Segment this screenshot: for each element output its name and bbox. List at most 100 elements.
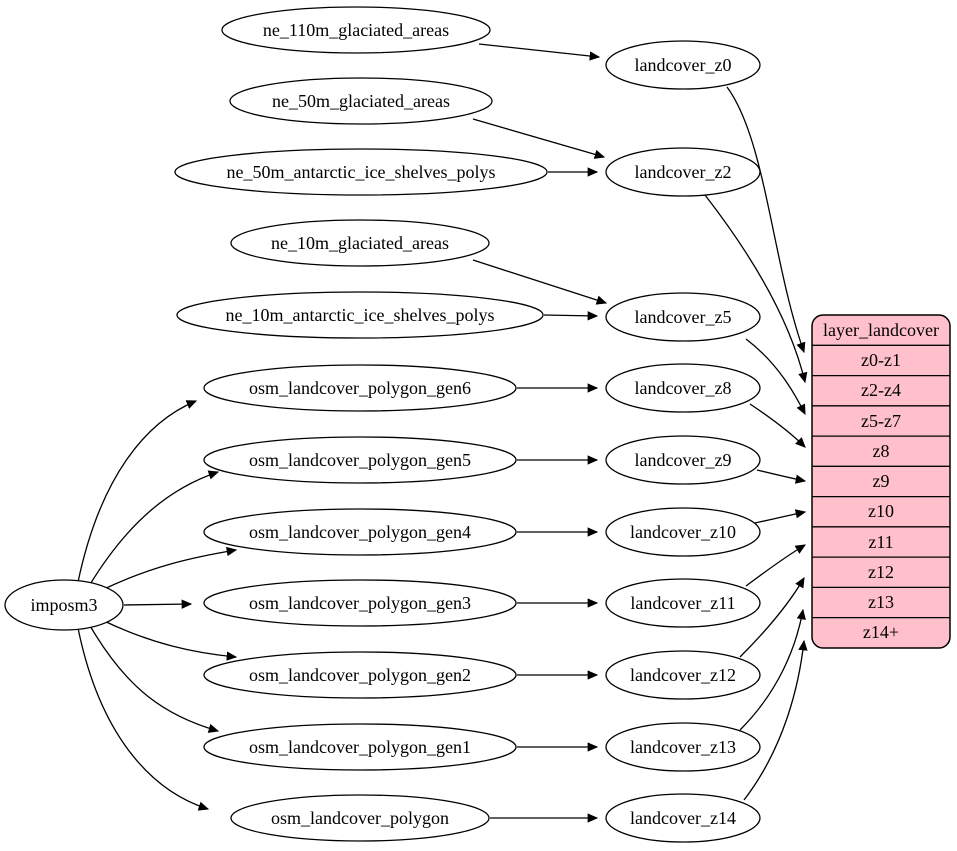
edges (77, 43, 808, 823)
node-label: osm_landcover_polygon_gen2 (249, 665, 471, 685)
node-shape (229, 77, 493, 125)
table-row-z11: z11 (868, 532, 893, 552)
table-row-z14plus: z14+ (863, 622, 899, 642)
node-shape (605, 40, 761, 90)
node-label: osm_landcover_polygon_gen6 (249, 378, 471, 398)
node-label: landcover_z14 (630, 808, 736, 828)
edge-imposm3-to-gen3 (123, 599, 193, 609)
table-row-z12: z12 (868, 562, 894, 582)
node-landcover-z14: landcover_z14 (605, 793, 761, 843)
node-ne-110m-glaciated-areas: ne_110m_glaciated_areas (221, 6, 491, 54)
node-ne-10m-glaciated-areas: ne_10m_glaciated_areas (230, 219, 490, 267)
edge-z11-to-row-z11 (745, 544, 807, 587)
edge-z0-to-row-z0-z1 (726, 86, 806, 354)
node-label: osm_landcover_polygon_gen4 (249, 522, 471, 542)
table-row-z2-z4: z2-z4 (861, 380, 901, 400)
node-shape (605, 147, 761, 197)
table-row-z9: z9 (873, 471, 890, 491)
node-shape (605, 507, 761, 557)
edge-imposm3-to-gen4 (101, 546, 238, 591)
edge-imposm3-to-gen6 (77, 400, 198, 583)
edge-ne110m-to-z0 (478, 43, 601, 61)
node-shape (203, 651, 517, 699)
node-osm-landcover-polygon-gen4: osm_landcover_polygon_gen4 (203, 508, 517, 556)
node-label: ne_50m_antarctic_ice_shelves_polys (227, 162, 496, 182)
node-shape (230, 219, 490, 267)
edge-z13-to-row-z13 (739, 608, 806, 731)
node-label: osm_landcover_polygon_gen5 (249, 450, 471, 470)
node-shape (203, 723, 517, 771)
node-shape (203, 508, 517, 556)
node-ne-10m-antarctic-ice-shelves-polys: ne_10m_antarctic_ice_shelves_polys (176, 291, 544, 339)
node-landcover-z10: landcover_z10 (605, 507, 761, 557)
node-shape (203, 579, 517, 627)
node-label: osm_landcover_polygon_gen1 (249, 737, 471, 757)
node-landcover-z13: landcover_z13 (605, 722, 761, 772)
node-osm-landcover-polygon: osm_landcover_polygon (230, 794, 490, 842)
edge-imposm3-to-polygon (77, 627, 210, 811)
table-outline (811, 314, 951, 649)
edge-z12-to-row-z12 (739, 576, 805, 658)
edge-imposm3-to-gen5 (88, 470, 220, 587)
node-landcover-z0: landcover_z0 (605, 40, 761, 90)
edge-imposm3-to-gen1 (88, 623, 220, 733)
node-label: landcover_z8 (635, 378, 732, 398)
node-shape (203, 436, 517, 484)
node-label: imposm3 (30, 595, 97, 615)
node-osm-landcover-polygon-gen1: osm_landcover_polygon_gen1 (203, 723, 517, 771)
node-shape (174, 148, 548, 196)
node-label: landcover_z11 (630, 593, 735, 613)
table-row-z8: z8 (873, 441, 890, 461)
node-label: landcover_z9 (635, 450, 732, 470)
table-row-z5-z7: z5-z7 (861, 411, 901, 431)
node-shape (230, 794, 490, 842)
node-label: ne_10m_antarctic_ice_shelves_polys (226, 305, 495, 325)
table-row-z13: z13 (868, 592, 894, 612)
node-label: osm_landcover_polygon (271, 808, 449, 828)
edge-z2-to-row-z2-z4 (704, 194, 808, 384)
node-landcover-z12: landcover_z12 (605, 650, 761, 700)
edge-ne10m-glaciated-to-z5 (472, 259, 608, 305)
node-label: landcover_z2 (635, 162, 732, 182)
node-shape (4, 579, 124, 631)
node-osm-landcover-polygon-gen2: osm_landcover_polygon_gen2 (203, 651, 517, 699)
edge-ne50m-glaciated-to-z2 (472, 118, 606, 159)
node-shape (203, 364, 517, 412)
node-ne-50m-glaciated-areas: ne_50m_glaciated_areas (229, 77, 493, 125)
node-label: ne_110m_glaciated_areas (263, 20, 449, 40)
node-osm-landcover-polygon-gen5: osm_landcover_polygon_gen5 (203, 436, 517, 484)
node-landcover-z5: landcover_z5 (605, 292, 761, 342)
table-title: layer_landcover (823, 320, 939, 340)
node-label: landcover_z10 (630, 522, 736, 542)
edge-z5-to-row-z5-z7 (745, 338, 806, 416)
nodes: imposm3 ne_110m_glaciated_areas ne_50m_g… (4, 6, 761, 843)
node-shape (605, 650, 761, 700)
node-label: landcover_z13 (630, 737, 736, 757)
node-landcover-z8: landcover_z8 (605, 363, 761, 413)
edge-imposm3-to-gen2 (101, 619, 238, 661)
node-shape (605, 578, 761, 628)
node-landcover-z11: landcover_z11 (605, 578, 761, 628)
node-landcover-z9: landcover_z9 (605, 435, 761, 485)
table-row-z10: z10 (868, 501, 894, 521)
node-label: ne_50m_glaciated_areas (272, 91, 450, 111)
node-label: landcover_z5 (635, 307, 732, 327)
node-label: landcover_z12 (630, 665, 736, 685)
node-imposm3: imposm3 (4, 579, 124, 631)
edge-z8-to-row-z8 (749, 403, 806, 448)
edge-z10-to-row-z10 (754, 509, 807, 524)
node-shape (221, 6, 491, 54)
node-label: ne_10m_glaciated_areas (271, 233, 449, 253)
node-shape (605, 435, 761, 485)
node-label: landcover_z0 (635, 55, 732, 75)
table-row-z0-z1: z0-z1 (861, 350, 901, 370)
node-shape (605, 722, 761, 772)
node-osm-landcover-polygon-gen6: osm_landcover_polygon_gen6 (203, 364, 517, 412)
edge-z9-to-row-z9 (756, 469, 807, 484)
node-ne-50m-antarctic-ice-shelves-polys: ne_50m_antarctic_ice_shelves_polys (174, 148, 548, 196)
node-landcover-z2: landcover_z2 (605, 147, 761, 197)
node-layer-landcover-table: layer_landcover z0-z1 z2-z4 z5-z7 z8 z9 … (811, 314, 951, 649)
edge-z14-to-row-z14plus (743, 639, 808, 801)
